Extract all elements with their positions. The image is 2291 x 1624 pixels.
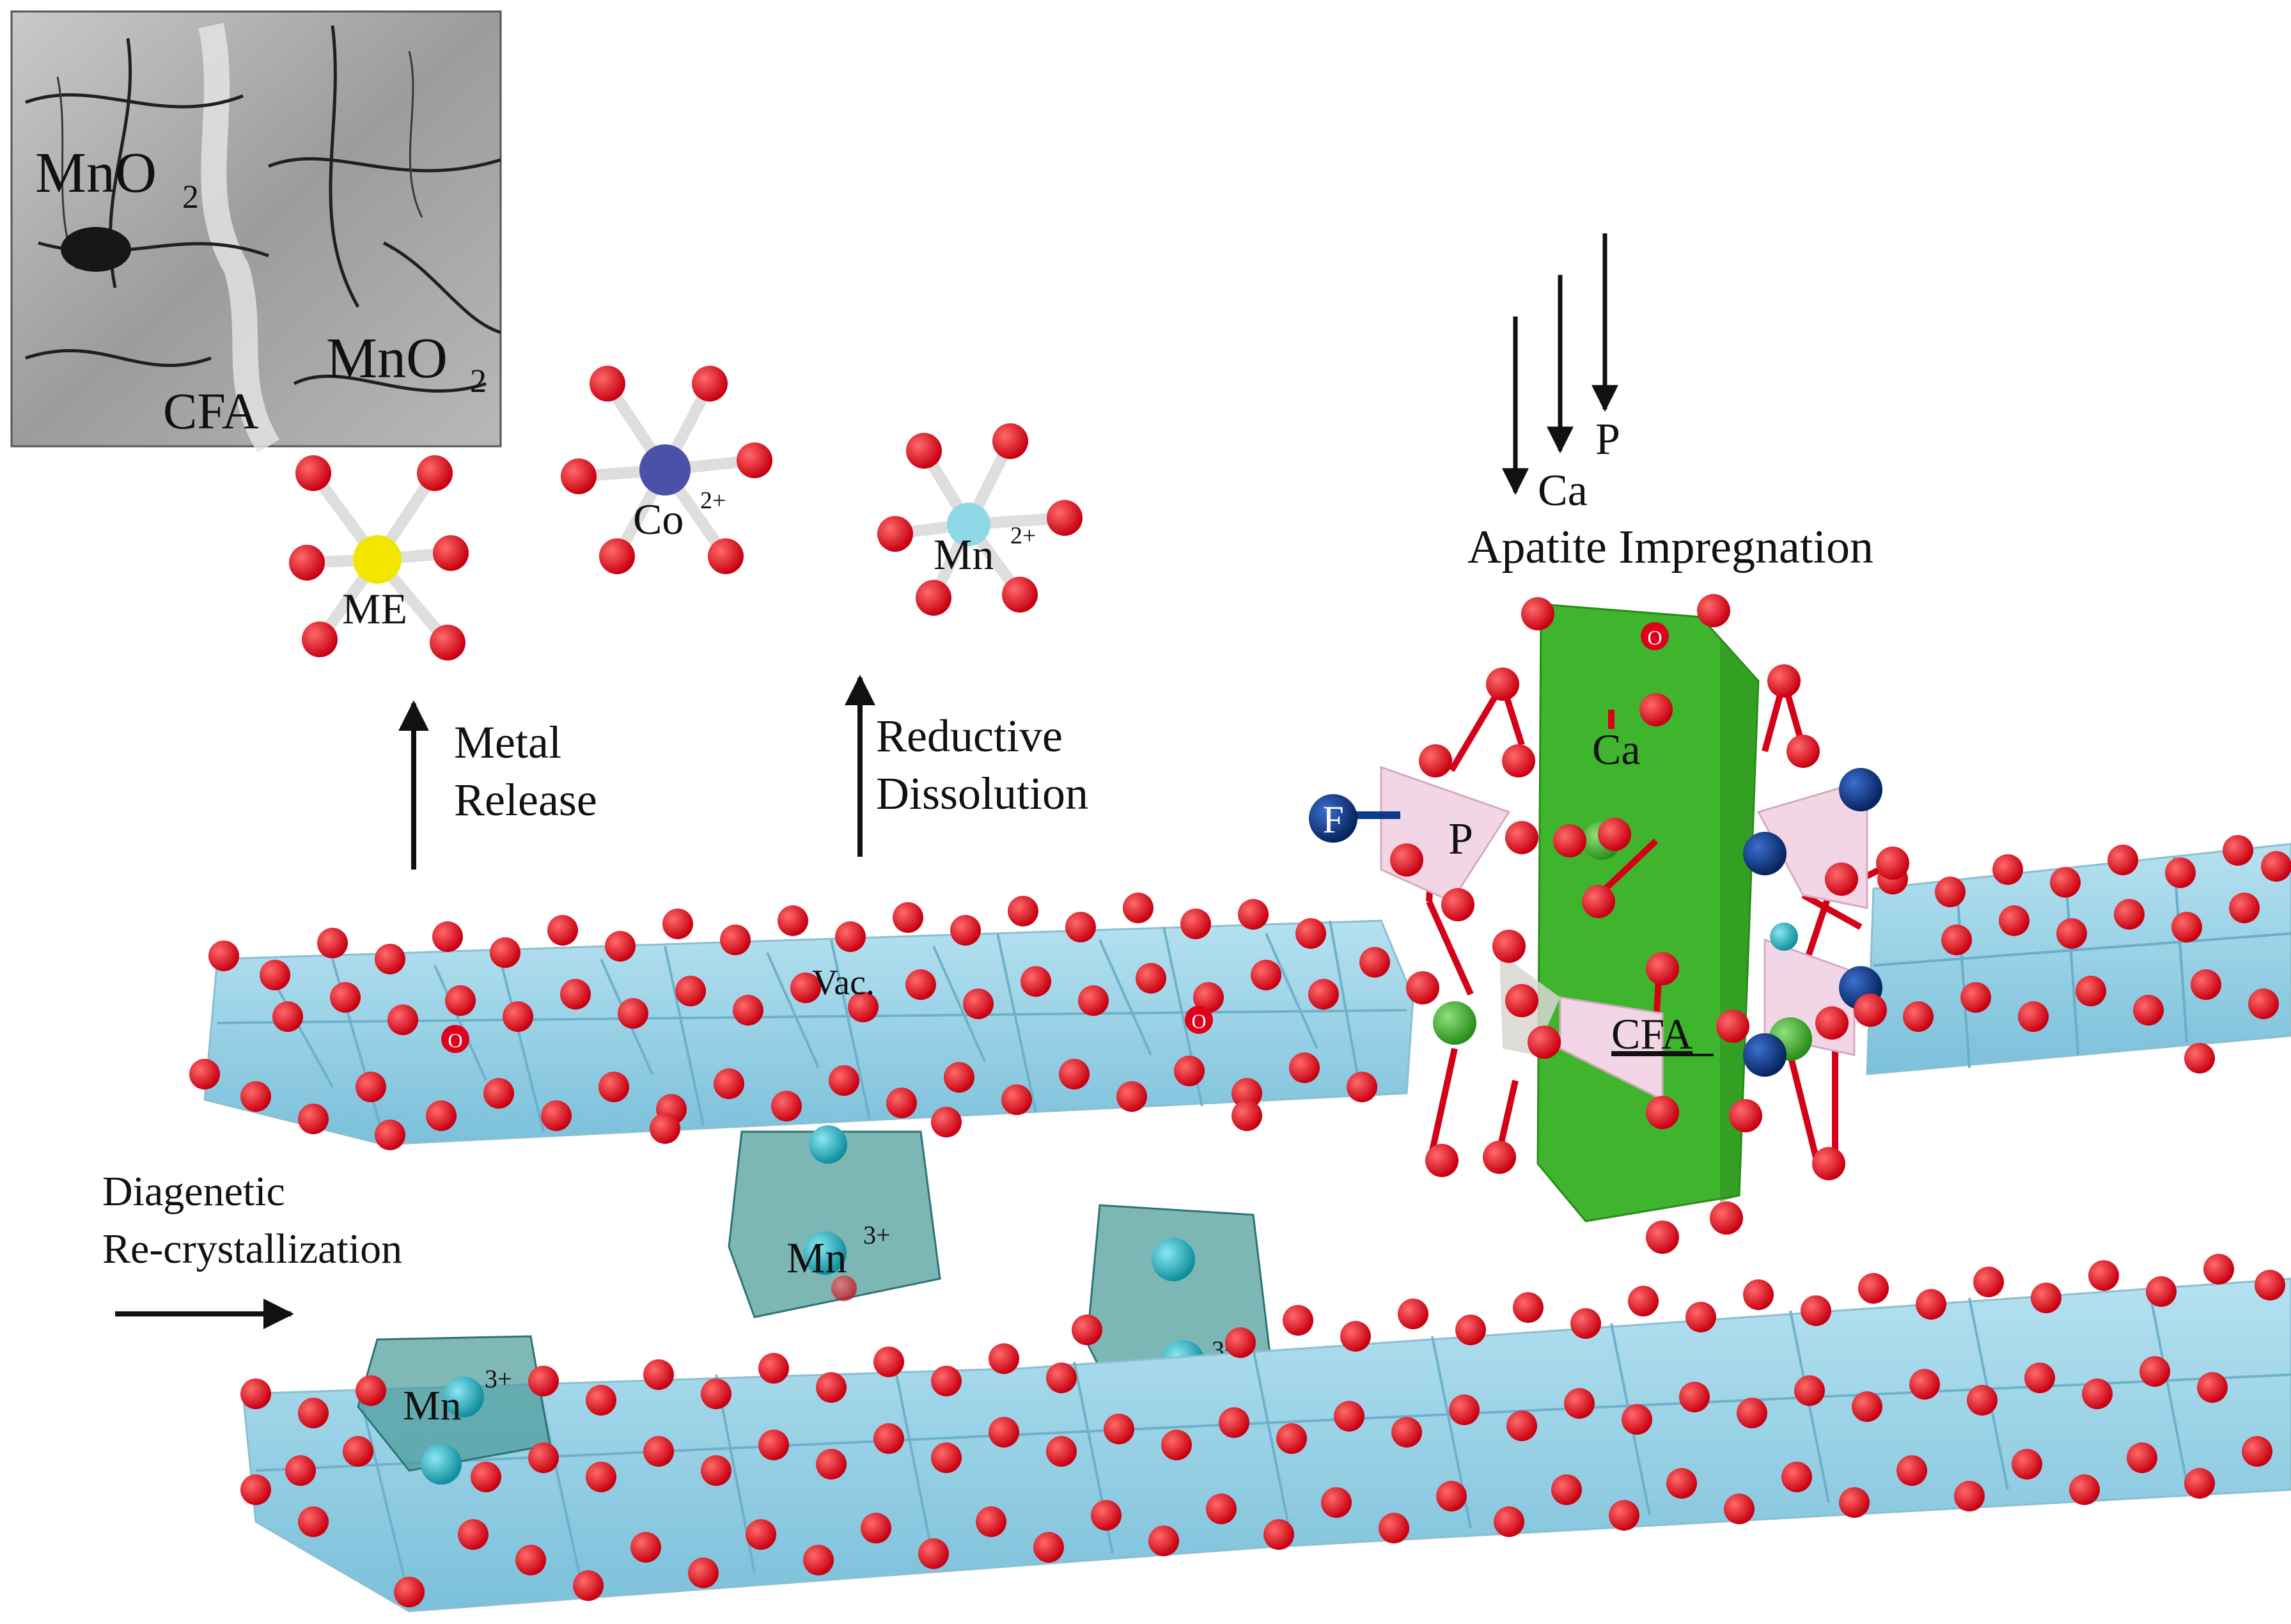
- mn3-polyhedron-center: Mn 3+: [728, 1125, 941, 1318]
- oxygen-atoms: [289, 455, 469, 660]
- oxygen-atoms: [877, 423, 1083, 616]
- oxygen-atoms: [240, 1254, 2285, 1607]
- metal-element-atom: [353, 535, 402, 584]
- mn3-charge-left: 3+: [485, 1364, 512, 1393]
- right-mn-oxide-layer: [1866, 835, 2291, 1075]
- reductive-dissolution-process: Reductive Dissolution: [845, 675, 1088, 857]
- apatite-impregnation-process: Ca P Apatite Impregnation: [1467, 233, 1873, 574]
- mn3-label-left: Mn: [403, 1382, 462, 1429]
- co-octahedron: Co 2+: [561, 366, 772, 574]
- reductive-dissolution-line1: Reductive: [876, 710, 1063, 761]
- oxygen-marker-apatite: O: [1641, 622, 1669, 650]
- svg-text:O: O: [1647, 626, 1662, 649]
- fluorine-atom: [1309, 794, 1357, 843]
- mn3-charge-center: 3+: [863, 1221, 891, 1249]
- apatite-p-label: P: [1448, 815, 1473, 864]
- apatite-ca-label: Ca: [1592, 725, 1641, 774]
- cobalt-atom: [639, 444, 691, 496]
- inset-label-mno2-right: MnO: [326, 327, 448, 390]
- inset-label-cfa: CFA: [163, 384, 259, 440]
- diagenetic-recrystallization-process: Diagenetic Re-crystallization: [102, 1168, 402, 1329]
- oxygen-atoms: [1390, 594, 1909, 1254]
- reductive-dissolution-line2: Dissolution: [876, 768, 1088, 819]
- manganese-trace-atom: [1770, 923, 1798, 951]
- vacancy-label: Vac.: [812, 963, 875, 1003]
- metal-release-line2: Release: [454, 774, 597, 825]
- apatite-cfa-label: CFA: [1611, 1010, 1693, 1058]
- ca-input-label: Ca: [1538, 466, 1588, 515]
- oxygen-marker-right: O: [1185, 1006, 1213, 1034]
- manganese-2-atom: [947, 503, 990, 546]
- micrograph-inset: MnO 2 MnO 2 CFA: [10, 10, 502, 453]
- oxygen-marker-left: O: [441, 1025, 469, 1053]
- mn2-charge: 2+: [1010, 522, 1036, 549]
- p-input-label: P: [1595, 415, 1620, 464]
- mn2-octahedron: Mn 2+: [877, 423, 1083, 616]
- lower-mn-oxide-layer: Mn 3+: [240, 1254, 2291, 1612]
- apatite-impregnation-label: Apatite Impregnation: [1467, 521, 1873, 574]
- inset-label-mno2-top-sub: 2: [182, 179, 199, 215]
- oxygen-atoms: [561, 366, 772, 574]
- fluorine-label: F: [1322, 799, 1343, 841]
- metal-release-line1: Metal: [454, 717, 561, 768]
- inset-label-mno2-top: MnO: [35, 141, 157, 205]
- co-charge: 2+: [700, 487, 726, 514]
- mn2-label: Mn: [934, 530, 994, 579]
- diagenetic-line2: Re-crystallization: [102, 1226, 402, 1272]
- inset-label-mno2-right-sub: 2: [470, 363, 487, 400]
- upper-mn-oxide-layer: Vac. O O: [189, 893, 1414, 1150]
- svg-text:O: O: [1191, 1010, 1206, 1033]
- apatite-cfa-structure: F O Ca P CFA: [1309, 594, 1909, 1254]
- phosphate-tetrahedron: [1380, 765, 1511, 903]
- svg-text:O: O: [448, 1029, 462, 1052]
- oxygen-atoms: [189, 893, 1390, 1150]
- me-label: ME: [342, 584, 407, 633]
- co-label: Co: [633, 495, 684, 543]
- mn3-label-center: Mn: [786, 1233, 847, 1282]
- metal-release-process: Metal Release: [398, 700, 597, 870]
- diagenetic-line1: Diagenetic: [102, 1168, 285, 1215]
- me-octahedron: ME: [289, 455, 469, 660]
